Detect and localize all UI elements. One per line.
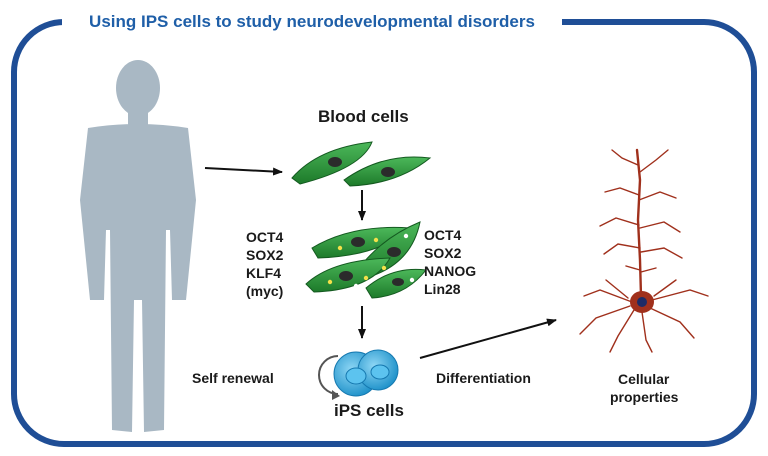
blood-cells-label: Blood cells [318,107,409,126]
arrow-ips-to-neuron [419,318,557,359]
factor-right-3: NANOG [424,263,477,279]
ips-cells-icon [333,349,399,397]
factor-right-4: Lin28 [424,281,461,297]
factor-left-2: SOX2 [246,247,284,263]
factor-left-3: KLF4 [246,265,281,281]
ips-cells-label: iPS cells [334,401,404,420]
factors-right: OCT4 SOX2 NANOG Lin28 [424,226,476,298]
self-renewal-arrow [318,355,340,400]
title-box: Using IPS cells to study neurodevelopmen… [62,8,562,36]
diagram-title: Using IPS cells to study neurodevelopmen… [89,12,535,31]
properties-label: properties [610,389,679,405]
neuron-icon [579,148,709,353]
factor-left-1: OCT4 [246,229,284,245]
human-silhouette [80,60,196,432]
neuron-nucleus [637,297,647,307]
factor-left-4: (myc) [246,283,284,299]
reprogrammed-cells-icon [305,221,427,299]
blood-cells-icon [291,141,432,187]
factor-right-2: SOX2 [424,245,462,261]
differentiation-label: Differentiation [436,370,531,386]
self-renewal-label: Self renewal [192,370,274,386]
arrow-human-to-blood-cells [204,167,283,176]
factors-left: OCT4 SOX2 KLF4 (myc) [246,228,283,300]
cellular-label: Cellular [618,371,670,387]
factor-right-1: OCT4 [424,227,462,243]
